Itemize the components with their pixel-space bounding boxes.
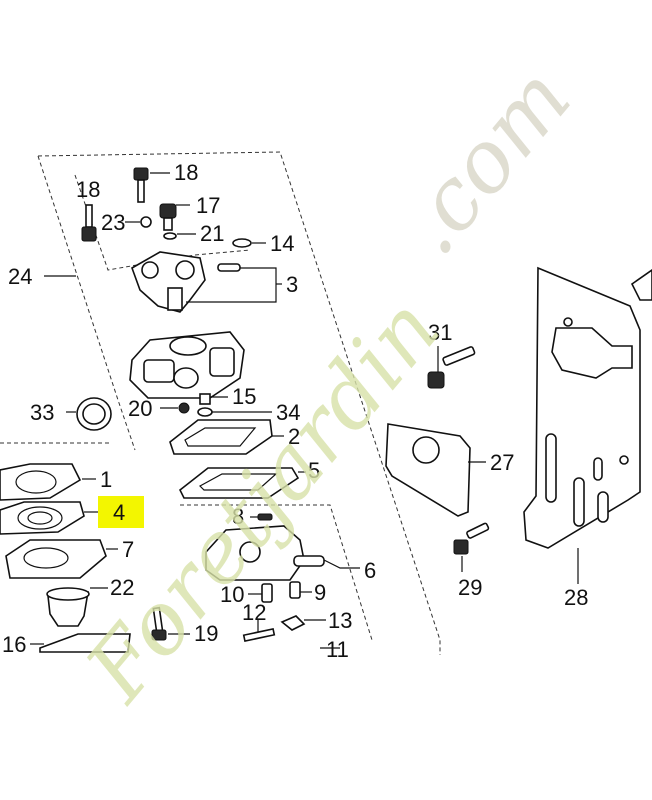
label-14: 14 [270, 231, 294, 256]
label-4: 4 [113, 500, 125, 525]
part-27-plate [385, 423, 471, 517]
part-19-screw [151, 606, 167, 641]
label-6: 6 [364, 558, 376, 583]
part-12-pin [242, 627, 276, 643]
part-29-bolt [453, 522, 490, 555]
part-4-highlight [98, 496, 144, 528]
label-1: 1 [100, 467, 112, 492]
part-17-screw [159, 203, 177, 231]
partial-part-right [630, 269, 652, 301]
upper-subgroup-outline [74, 174, 251, 271]
label-11: 11 [326, 637, 349, 662]
part-20-plug [178, 402, 190, 414]
part-7-plate [5, 539, 107, 579]
part-10-spring [261, 583, 273, 603]
label-18-top: 18 [174, 160, 198, 185]
label-21: 21 [200, 221, 224, 246]
label-33: 33 [30, 400, 54, 425]
part-33-ring [76, 397, 112, 431]
label-19: 19 [194, 621, 218, 646]
label-31: 31 [428, 320, 452, 345]
part-28-heat-shield [523, 266, 641, 549]
part-9-spring [289, 581, 301, 599]
label-9: 9 [314, 580, 326, 605]
label-22: 22 [110, 575, 134, 600]
part-21-washer [163, 232, 177, 240]
label-29: 29 [458, 575, 482, 600]
part-1-gasket [0, 463, 82, 501]
part-3-throttle-assembly [131, 251, 241, 313]
part-18-top-screw [133, 167, 149, 203]
label-18-left: 18 [76, 177, 100, 202]
part-4-gasket [0, 501, 85, 535]
part-31-bolt [427, 346, 476, 389]
label-24: 24 [8, 264, 32, 289]
label-2: 2 [288, 424, 300, 449]
label-20: 20 [128, 396, 152, 421]
part-14-clip [232, 238, 252, 248]
label-27: 27 [490, 450, 514, 475]
label-23: 23 [101, 210, 125, 235]
part-16-cover [39, 633, 131, 653]
part-5-diaphragm [178, 467, 300, 499]
label-16: 16 [2, 632, 26, 657]
part-22-primer-bulb [46, 587, 90, 627]
label-28: 28 [564, 585, 588, 610]
part-18-left-screw [81, 204, 97, 242]
part-23-screw [140, 216, 152, 228]
part-6-metering-body [205, 525, 325, 581]
label-15: 15 [232, 384, 256, 409]
label-5: 5 [308, 458, 320, 483]
label-8: 8 [232, 504, 244, 529]
part-15-plug [199, 393, 211, 405]
label-34: 34 [276, 400, 300, 425]
watermark-suffix: .com [379, 49, 590, 273]
part-34-washer [197, 407, 213, 417]
label-17: 17 [196, 193, 220, 218]
label-3: 3 [286, 272, 298, 297]
label-7: 7 [122, 537, 134, 562]
part-13-lever [280, 615, 306, 631]
label-13: 13 [328, 608, 352, 633]
label-10: 10 [220, 582, 244, 607]
label-12: 12 [242, 600, 266, 625]
carb-body [129, 331, 245, 399]
carb-group-outline [37, 151, 441, 655]
